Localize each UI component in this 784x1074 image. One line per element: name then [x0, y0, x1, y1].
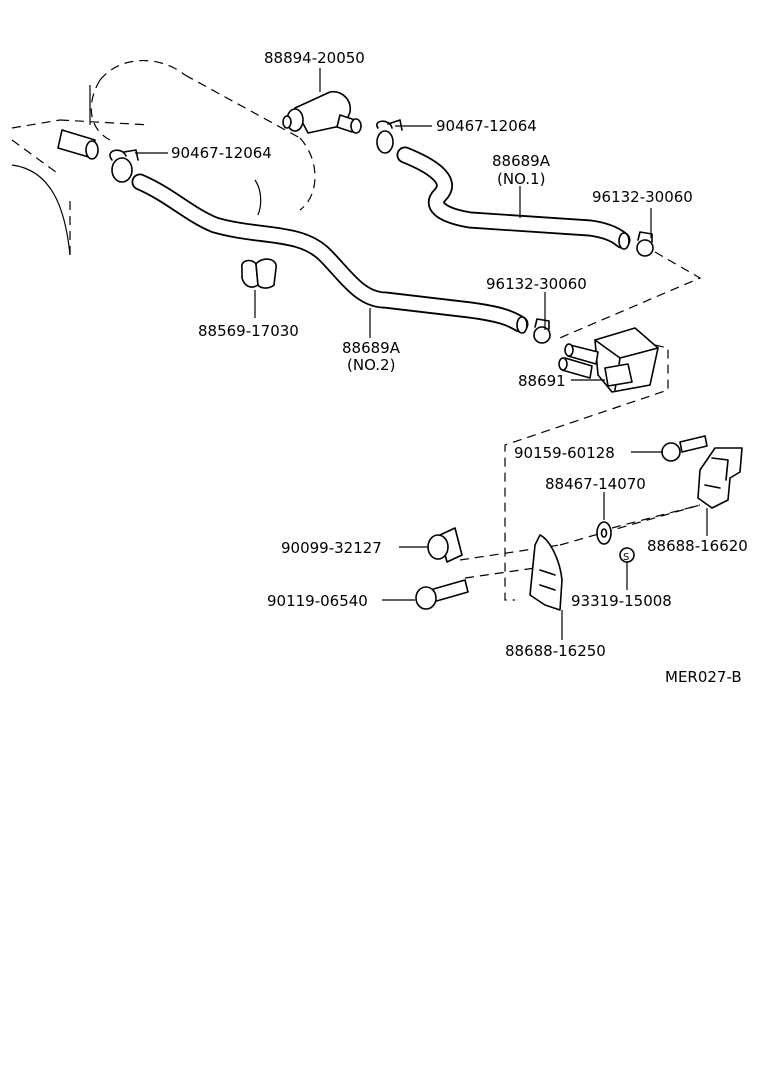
label-90099-32127: 90099-32127	[281, 539, 382, 557]
part-labels: 88894-20050 90467-12064 90467-12064 8868…	[171, 49, 748, 686]
clamp-96132-lower	[533, 318, 551, 344]
clamp-96132-upper	[636, 231, 654, 257]
bracket-88688-16620	[697, 447, 743, 509]
connection-lines	[459, 251, 702, 601]
hose-no2	[131, 173, 529, 334]
label-88689a-no2-sub: (NO.2)	[347, 356, 395, 374]
label-88688-16250: 88688-16250	[505, 642, 606, 660]
label-90119-06540: 90119-06540	[267, 592, 368, 610]
label-88689a-no1-sub: (NO.1)	[497, 170, 545, 188]
spacer-90099-32127	[427, 527, 463, 563]
clamp-90467-right	[375, 119, 403, 154]
label-88689a-no2: 88689A	[342, 339, 401, 357]
nut-93319-15008: S	[619, 547, 635, 563]
diagram-code: MER027-B	[665, 668, 742, 686]
label-88569-17030: 88569-17030	[198, 322, 299, 340]
clip-88569-17030	[241, 258, 277, 289]
label-88688-16620: 88688-16620	[647, 537, 748, 555]
label-88689a-no1: 88689A	[492, 152, 551, 170]
label-88467-14070: 88467-14070	[545, 475, 646, 493]
label-90467-12064-right: 90467-12064	[436, 117, 537, 135]
label-90467-12064-left: 90467-12064	[171, 144, 272, 162]
bracket-88688-16250	[529, 534, 563, 611]
label-90159-60128: 90159-60128	[514, 444, 615, 462]
label-88894-20050: 88894-20050	[264, 49, 365, 67]
label-96132-30060-upper: 96132-30060	[592, 188, 693, 206]
washer-88467-14070	[596, 521, 612, 545]
label-88691: 88691	[518, 372, 566, 390]
label-93319-15008: 93319-15008	[571, 592, 672, 610]
valve-88691	[558, 327, 659, 393]
clamp-90467-left	[109, 149, 139, 183]
svg-text:S: S	[623, 552, 629, 563]
leader-lines	[135, 68, 708, 640]
bolt-90119-06540	[415, 579, 469, 610]
bolt-90159-60128	[661, 435, 708, 462]
engine-outline	[11, 59, 316, 256]
label-96132-30060-lower: 96132-30060	[486, 275, 587, 293]
hose-no1	[396, 146, 631, 250]
connector-88894-20050	[282, 90, 362, 134]
